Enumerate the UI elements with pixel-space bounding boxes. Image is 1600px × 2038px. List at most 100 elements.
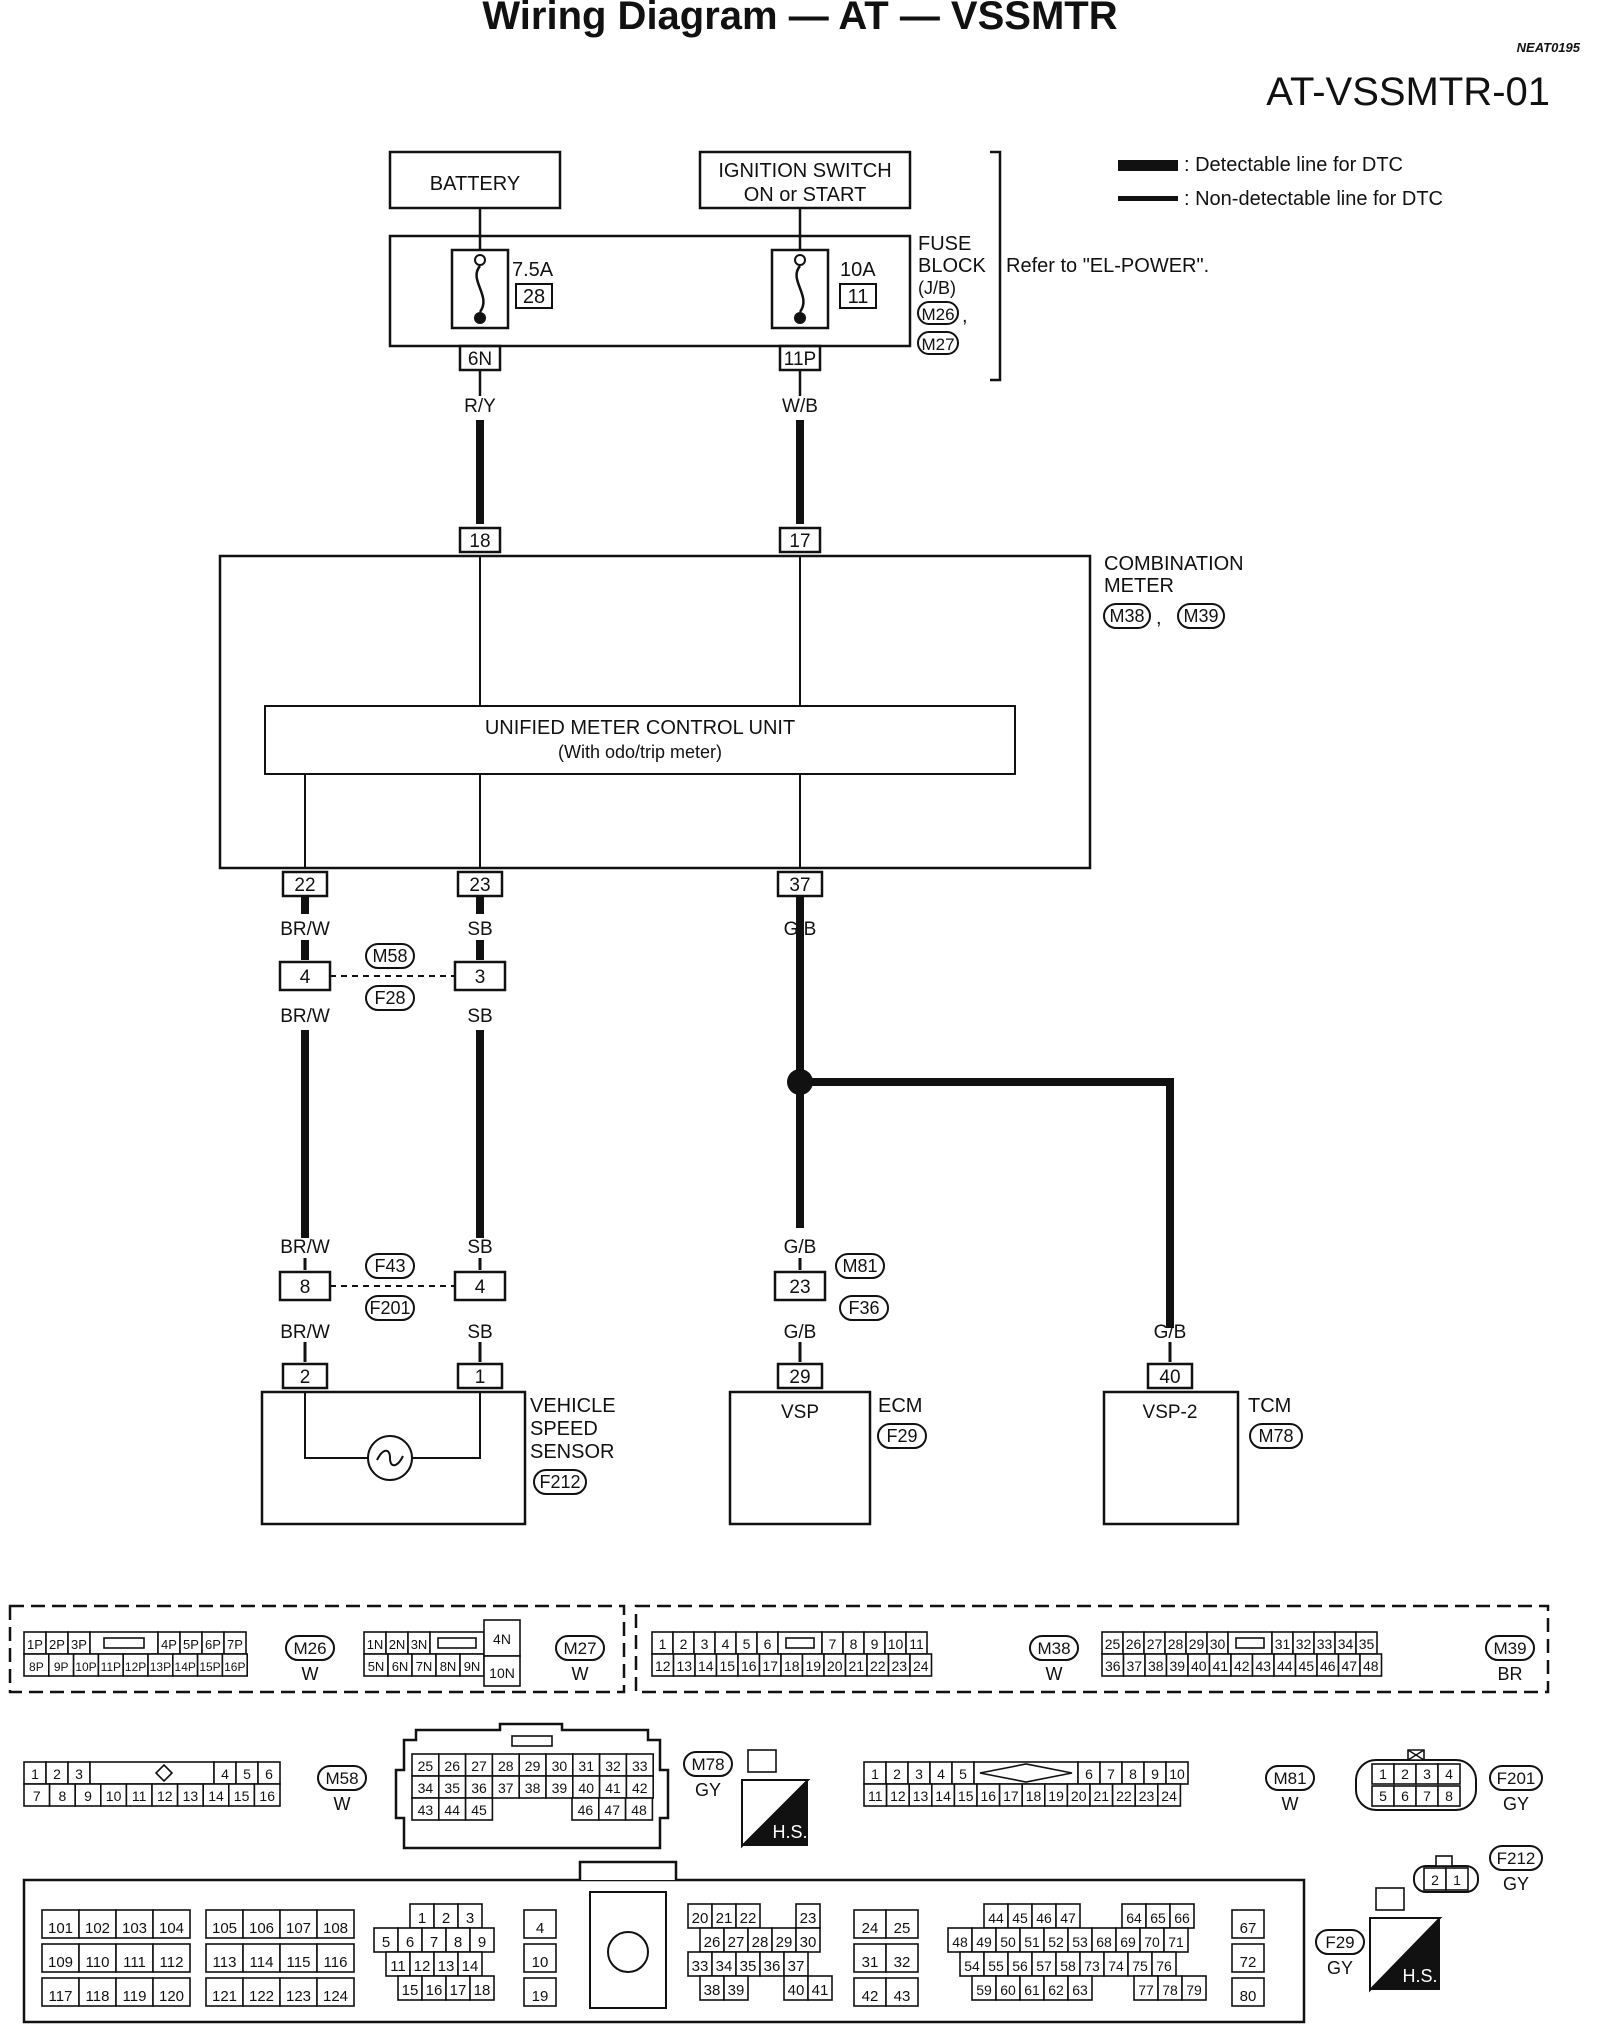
pin-cell [1437,1785,1461,1807]
pin-label: 10 [532,1954,549,1971]
pin-label: 23 [800,1910,817,1927]
svg-text:23: 23 [789,1277,810,1298]
svg-text:SPEED: SPEED [530,1418,598,1440]
svg-text:SENSOR: SENSOR [530,1441,614,1463]
pin-label: 3P [71,1637,87,1652]
pin-label: 19 [805,1658,821,1674]
pin-label: 8 [1445,1788,1453,1804]
pin-label: 35 [740,1958,757,1975]
pin-label: 1N [367,1637,384,1652]
pin-label: 11 [909,1636,924,1652]
pin-label: 12 [414,1958,431,1975]
page-code: NEAT0195 [1516,40,1580,55]
pin-label: 39 [1169,1658,1185,1674]
connector-id-oval [317,1765,367,1791]
pin-label: 116 [324,1954,348,1971]
vehicle-speed-sensor: 2 1 VEHICLE SPEED SENSOR F212 [260,1362,616,1526]
pin-label: 42 [862,1988,879,2005]
pin-cell [723,1975,749,2001]
combination-meter: 18 17 UNIFIED METER CONTROL UNIT (With o… [218,526,1244,870]
pin-label: 52 [1048,1934,1064,1950]
pin-cell [1151,1951,1177,1977]
svg-text:F36: F36 [848,1298,879,1318]
pin-label: 6N [392,1659,409,1674]
pin-cell [41,1943,80,1973]
pin-label: 25 [894,1920,911,1937]
pin-label: 40 [788,1982,805,1999]
pin-label: 10 [1169,1766,1185,1782]
page-title: Wiring Diagram — AT — VSSMTR [482,0,1118,38]
hs-label: H.S. [772,1822,807,1842]
pin-label: 7P [227,1637,243,1652]
pin-cell [242,1909,281,1939]
pin-label: M81 [1273,1769,1306,1788]
pin-label: 34 [716,1958,733,1975]
pin-label: 31 [578,1758,594,1774]
pin-label: 108 [323,1920,348,1937]
pin-label: 19 [1048,1788,1064,1804]
meter-pin-18: 18 [469,531,490,552]
pin-label: W [572,1664,589,1684]
pin-label: 29 [776,1934,793,1951]
fuse-28-rating: 7.5A [512,259,554,281]
pin-label: 54 [964,1958,980,1974]
svg-text:6N: 6N [468,349,492,370]
pin-cell [152,1943,191,1973]
pin-cell [909,1653,933,1677]
pin-label: 8 [59,1788,67,1804]
pin-label: W [302,1664,319,1684]
pin-label: 5 [959,1766,967,1782]
pin-label: 32 [894,1954,911,1971]
pin-label: 9N [464,1659,481,1674]
svg-text:40: 40 [1159,1367,1180,1388]
pin-label: 9 [478,1934,486,1951]
pin-label: 38 [704,1982,721,1999]
pin-label: 3 [701,1636,709,1652]
pin-label: 3 [915,1766,923,1782]
legend-detectable: : Detectable line for DTC [1184,154,1403,176]
pin-cell [1103,1951,1129,1977]
pin-label: 66 [1174,1910,1190,1926]
tcm: 40 VSP-2 TCM M78 [1102,1362,1303,1526]
ecm: 29 VSP ECM F29 [728,1362,927,1526]
pin-label: 104 [159,1920,184,1937]
pin-label: 2N [389,1637,406,1652]
pin-label: 10 [888,1636,904,1652]
pin-label: 15 [958,1788,974,1804]
pin-label: 6 [1085,1766,1093,1782]
pin-label: 11P [101,1660,121,1674]
pin-label: 29 [525,1758,541,1774]
pin-cell [205,1943,244,1973]
pin-label: 14 [698,1658,714,1674]
pin-label: 45 [1298,1658,1314,1674]
pin-label: 47 [1060,1910,1076,1926]
pin-label: 124 [323,1988,348,2005]
pin-label: 41 [812,1982,829,1999]
pin-label: 9P [54,1660,69,1674]
pin-cell [783,1975,809,2001]
pin-label: 37 [498,1780,514,1796]
pin-cell [409,1951,435,1977]
diagram-id: AT-VSSMTR-01 [1266,70,1550,114]
pin-label: 3 [1423,1766,1431,1782]
pin-label: 11 [868,1788,883,1804]
pin-label: 8 [454,1934,462,1951]
pin-cell [1181,1975,1207,2001]
pin-label: W [334,1794,351,1814]
pin-label: 39 [728,1982,745,1999]
connector-id-oval [285,1635,335,1661]
battery-label: BATTERY [430,173,520,195]
pin-label: 24 [913,1658,929,1674]
fuse-block-label-line2: BLOCK [918,255,986,277]
pin-label: 2 [680,1636,688,1652]
terminal-6n: 6N [458,344,502,372]
svg-text:VSP-2: VSP-2 [1143,1402,1198,1423]
meter-pin-22: 22 [281,870,329,898]
meter-label-line2: METER [1104,575,1174,597]
pin-label: 34 [418,1780,434,1796]
pin-label: 111 [123,1954,146,1971]
